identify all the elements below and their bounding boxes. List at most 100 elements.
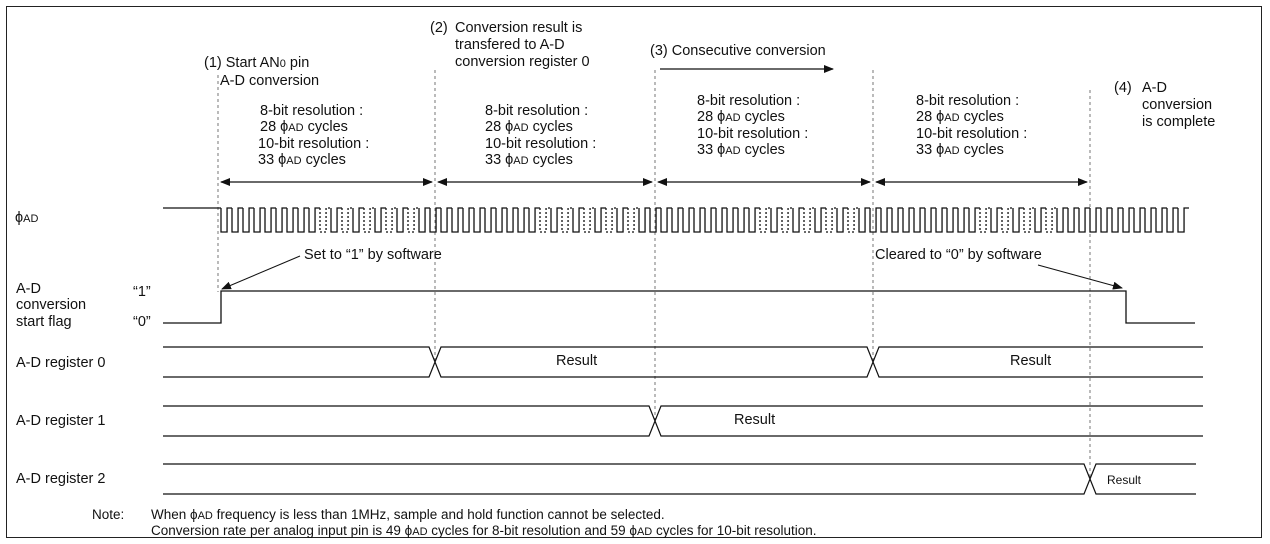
register0-waveform <box>163 346 1203 378</box>
note-text: frequency is less than 1MHz, sample and … <box>212 507 665 522</box>
phi-glyph: ϕ <box>936 109 945 125</box>
cycle-block-2: 8-bit resolution : 28 ϕAD cycles 10-bit … <box>485 103 596 169</box>
cycle-block-1-10bit: 10-bit resolution : <box>258 136 370 152</box>
start-flag-waveform <box>163 290 1195 324</box>
cycle-block-2-10bit: 10-bit resolution : <box>485 136 597 152</box>
cycles-value: 28 <box>697 109 718 125</box>
phi-glyph: ϕ <box>629 523 637 538</box>
callout-1-line1-end: pin <box>285 55 310 71</box>
cycles-value: 33 <box>258 152 279 168</box>
callout-1-subscript: 0 <box>279 58 286 70</box>
callout-2-line2: transfered to A-D <box>455 37 565 53</box>
flag-level-zero: “0” <box>133 314 151 330</box>
cycles-word: cycles <box>959 142 1004 158</box>
ad-subscript: AD <box>636 526 653 538</box>
callout-4-number: (4) <box>1114 80 1132 96</box>
phi-glyph: ϕ <box>404 523 413 538</box>
cycles-value: 33 <box>485 152 506 168</box>
register1-label: A-D register 1 <box>16 413 106 429</box>
note-text: When <box>151 507 191 522</box>
phi-ad-clock-waveform <box>163 207 1189 233</box>
phi-glyph: ϕ <box>936 142 945 158</box>
set-by-software-note: Set to “1” by software <box>304 247 442 263</box>
ad-subscript: AD <box>513 122 529 134</box>
cycles-word: cycles <box>959 109 1004 125</box>
note-text: Conversion rate per analog input pin is … <box>151 523 405 538</box>
cycle-block-3-8bit: 8-bit resolution : <box>697 93 801 109</box>
phi-glyph: ϕ <box>717 142 726 158</box>
register0-result-2: Result <box>1010 353 1052 369</box>
start-flag-label-line1: A-D <box>16 281 41 297</box>
register1-result: Result <box>734 412 776 428</box>
register1-waveform <box>163 405 1203 437</box>
cycles-word: cycles <box>528 119 573 135</box>
ad-subscript: AD <box>944 112 960 124</box>
set-flag-pointer <box>221 255 301 290</box>
ad-subscript: AD <box>412 526 428 538</box>
cycle-block-2-8bit-cycles: 28 ϕAD cycles <box>485 119 596 136</box>
callout-1-line2: A-D conversion <box>220 73 320 89</box>
ad-subscript: AD <box>197 510 213 522</box>
cycle-block-3: 8-bit resolution : 28 ϕAD cycles 10-bit … <box>697 93 808 159</box>
cycles-value: 28 <box>485 119 506 135</box>
cycle-block-1-10bit-cycles: 33 ϕAD cycles <box>258 152 369 169</box>
note-line1: When ϕAD frequency is less than 1MHz, sa… <box>151 506 665 525</box>
cycle-block-3-10bit: 10-bit resolution : <box>697 126 809 142</box>
callout-2-line3: conversion register 0 <box>455 54 590 70</box>
callout-1: (1) Start AN0 pin <box>204 55 309 73</box>
cycle-block-1-8bit-cycles: 28 ϕAD cycles <box>258 119 369 136</box>
ad-subscript: AD <box>725 112 741 124</box>
cycle-block-1: 8-bit resolution : 28 ϕAD cycles 10-bit … <box>258 103 369 169</box>
cycles-word: cycles <box>740 109 785 125</box>
cycle-block-4: 8-bit resolution : 28 ϕAD cycles 10-bit … <box>916 93 1027 159</box>
note-label: Note: <box>92 507 125 522</box>
ad-subscript: AD <box>944 145 960 157</box>
start-flag-label-line3: start flag <box>16 314 72 330</box>
cycle-block-3-10bit-cycles: 33 ϕAD cycles <box>697 142 808 159</box>
start-flag-label-line2: conversion <box>16 297 87 313</box>
cycles-value: 33 <box>697 142 718 158</box>
clear-flag-pointer <box>1037 264 1123 290</box>
callout-4-line1: A-D <box>1142 80 1167 96</box>
cycle-block-4-8bit: 8-bit resolution : <box>916 93 1020 109</box>
cycle-block-3-8bit-cycles: 28 ϕAD cycles <box>697 109 808 126</box>
ad-subscript: AD <box>288 122 304 134</box>
guide-lines <box>217 70 1091 480</box>
phi-glyph: ϕ <box>505 119 514 135</box>
ad-subscript: AD <box>286 155 302 167</box>
cycles-word: cycles <box>301 152 346 168</box>
callout-2-line1: Conversion result is <box>455 20 583 36</box>
cycles-value: 28 <box>916 109 937 125</box>
callout-3: (3) Consecutive conversion <box>650 43 826 59</box>
phi-glyph: ϕ <box>717 109 726 125</box>
cycle-block-2-8bit: 8-bit resolution : <box>485 103 589 119</box>
cycles-value: 33 <box>916 142 937 158</box>
cleared-by-software-note: Cleared to “0” by software <box>875 247 1042 263</box>
register0-label: A-D register 0 <box>16 355 106 371</box>
cycles-word: cycles <box>303 119 348 135</box>
phi-glyph: ϕ <box>505 152 514 168</box>
register2-label: A-D register 2 <box>16 471 106 487</box>
cycles-word: cycles <box>740 142 785 158</box>
phi-glyph: ϕ <box>15 210 24 226</box>
callout-1-number: (1) <box>204 55 222 71</box>
duration-arrows <box>220 65 1088 186</box>
note-text: cycles for 10-bit resolution. <box>652 523 817 538</box>
flag-level-one: “1” <box>133 284 151 300</box>
cycle-block-1-8bit: 8-bit resolution : <box>260 103 364 119</box>
cycle-block-2-10bit-cycles: 33 ϕAD cycles <box>485 152 596 169</box>
ad-subscript: AD <box>23 213 39 225</box>
cycle-block-4-10bit: 10-bit resolution : <box>916 126 1028 142</box>
note-text: cycles for 8-bit resolution and 59 <box>427 523 630 538</box>
ad-subscript: AD <box>513 155 529 167</box>
note-line2: Conversion rate per analog input pin is … <box>151 522 817 541</box>
callout-4-line3: is complete <box>1142 114 1216 130</box>
callout-2-number: (2) <box>430 20 448 36</box>
diagram-frame <box>6 6 1262 538</box>
phi-glyph: ϕ <box>280 119 289 135</box>
callout-4-line2: conversion <box>1142 97 1213 113</box>
cycles-value: 28 <box>260 119 281 135</box>
cycle-block-4-8bit-cycles: 28 ϕAD cycles <box>916 109 1027 126</box>
